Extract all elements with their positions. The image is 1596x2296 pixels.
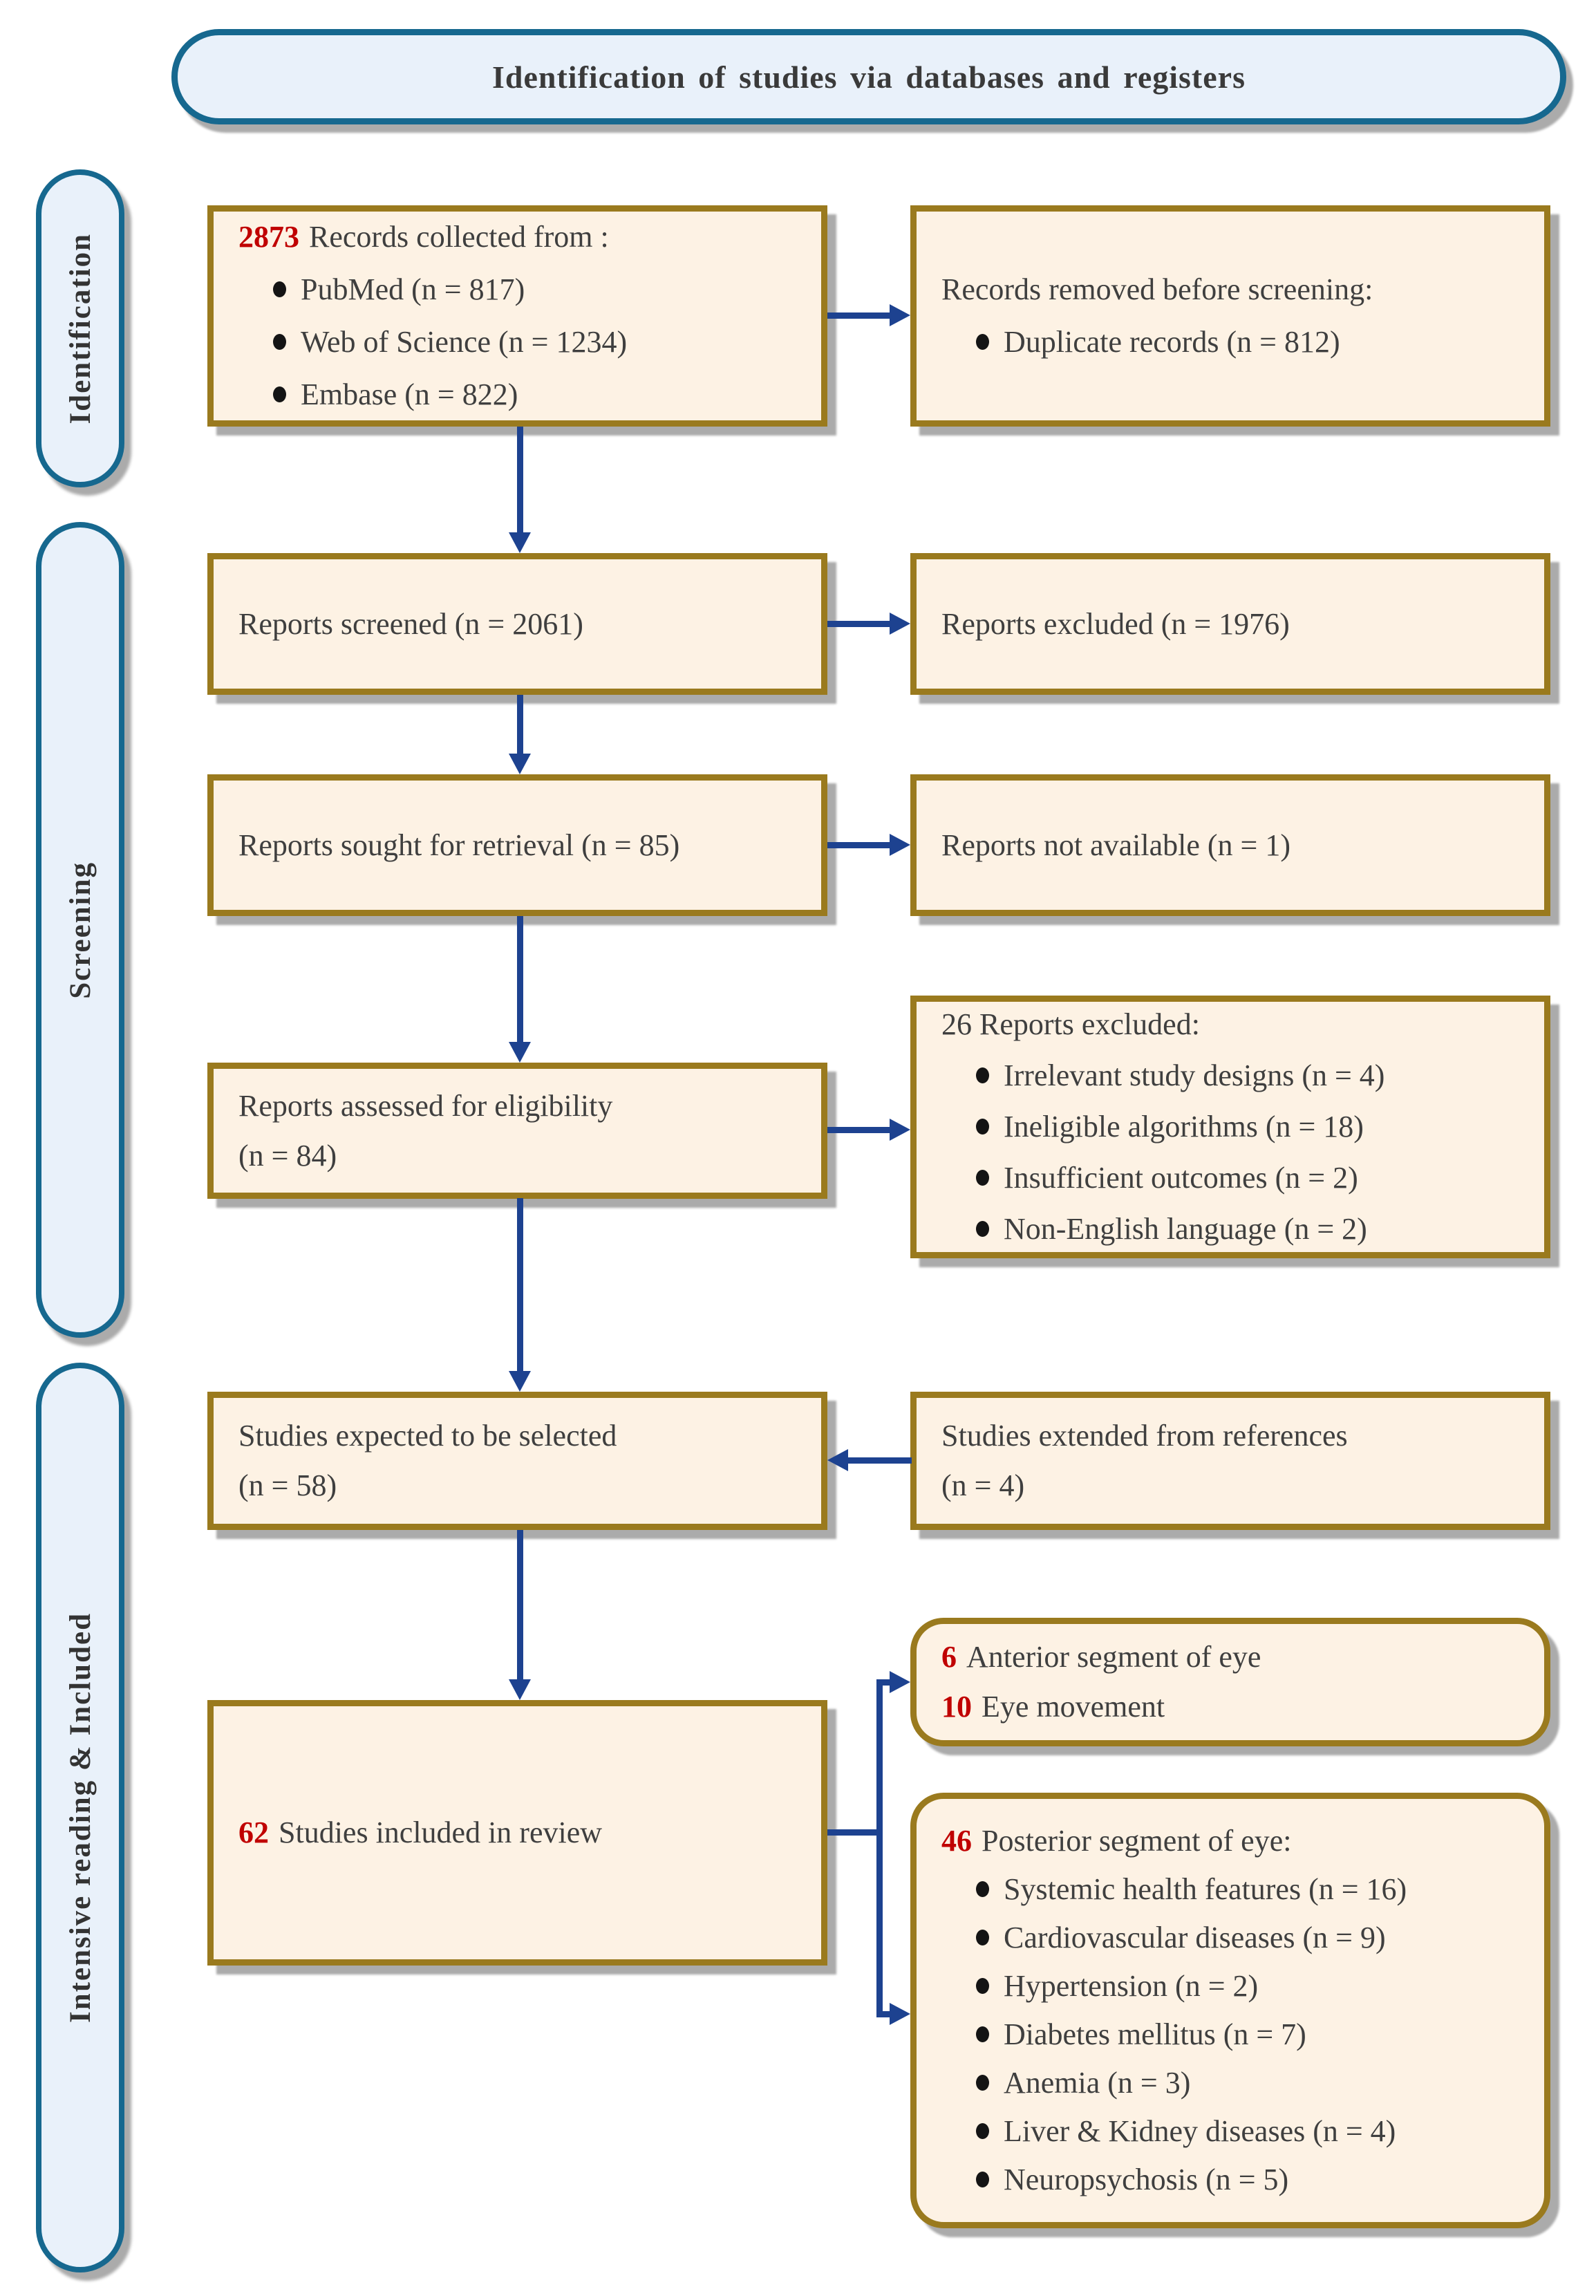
- box-heading: Studies expected to be selected: [238, 1419, 617, 1453]
- bullet-item: Systemic health features (n = 16): [973, 1865, 1530, 1914]
- box-reports-not-available: Reports not available (n = 1): [910, 774, 1550, 916]
- bullet-item: Non-English language (n = 2): [973, 1204, 1530, 1255]
- stage-label-screening: Screening: [64, 861, 97, 999]
- count-eye-movement: 10: [941, 1690, 972, 1724]
- box-records-removed: Records removed before screening: Duplic…: [910, 205, 1550, 427]
- box-heading: 26 Reports excluded:: [941, 1007, 1200, 1041]
- stage-pill-included: Intensive reading & Included: [36, 1363, 124, 2272]
- box-heading: Reports assessed for eligibility: [238, 1088, 613, 1123]
- count-studies-included: 62: [238, 1816, 269, 1849]
- box-subline: (n = 84): [238, 1138, 337, 1173]
- box-reports-screened: Reports screened (n = 2061): [207, 553, 827, 695]
- bullet-item: Embase (n = 822): [270, 368, 807, 421]
- box-heading: Reports excluded (n = 1976): [941, 606, 1290, 641]
- box-reports-assessed: Reports assessed for eligibility (n = 84…: [207, 1063, 827, 1199]
- box-heading: Reports screened (n = 2061): [238, 606, 583, 641]
- count-anterior: 6: [941, 1640, 957, 1674]
- box-subline: (n = 58): [238, 1468, 337, 1502]
- bullet-item: PubMed (n = 817): [270, 263, 807, 316]
- diagram-title: Identification of studies via databases …: [492, 59, 1246, 95]
- bullet-item: Neuropsychosis (n = 5): [973, 2156, 1530, 2204]
- bullet-item: Hypertension (n = 2): [973, 1962, 1530, 2010]
- box-heading: Reports sought for retrieval (n = 85): [238, 828, 680, 862]
- stage-label-included: Intensive reading & Included: [64, 1612, 97, 2023]
- box-studies-expected: Studies expected to be selected (n = 58): [207, 1392, 827, 1530]
- box-reports-excluded: Reports excluded (n = 1976): [910, 553, 1550, 695]
- bullet-item: Liver & Kidney diseases (n = 4): [973, 2107, 1530, 2156]
- box-reports-sought: Reports sought for retrieval (n = 85): [207, 774, 827, 916]
- stage-label-identification: Identification: [64, 232, 97, 424]
- bullet-item: Anemia (n = 3): [973, 2059, 1530, 2107]
- stage-pill-identification: Identification: [36, 169, 124, 487]
- bullet-item: Web of Science (n = 1234): [270, 316, 807, 368]
- bullet-item: Ineligible algorithms (n = 18): [973, 1101, 1530, 1152]
- title-banner: Identification of studies via databases …: [171, 29, 1566, 124]
- stage-pill-screening: Screening: [36, 522, 124, 1338]
- box-heading: Reports not available (n = 1): [941, 828, 1291, 862]
- bullet-item: Insufficient outcomes (n = 2): [973, 1152, 1530, 1204]
- box-heading: Records removed before screening:: [941, 272, 1373, 306]
- bullet-item: Cardiovascular diseases (n = 9): [973, 1914, 1530, 1962]
- box-studies-extended: Studies extended from references (n = 4): [910, 1392, 1550, 1530]
- box-subline: (n = 4): [941, 1468, 1025, 1502]
- count-posterior: 46: [941, 1824, 972, 1858]
- box-reports-excluded-detail: 26 Reports excluded: Irrelevant study de…: [910, 996, 1550, 1258]
- bullet-item: Duplicate records (n = 812): [973, 316, 1530, 368]
- bullet-item: Irrelevant study designs (n = 4): [973, 1050, 1530, 1101]
- count-records-collected: 2873: [238, 220, 299, 254]
- box-heading: Studies extended from references: [941, 1419, 1348, 1453]
- bullet-item: Diabetes mellitus (n = 7): [973, 2010, 1530, 2059]
